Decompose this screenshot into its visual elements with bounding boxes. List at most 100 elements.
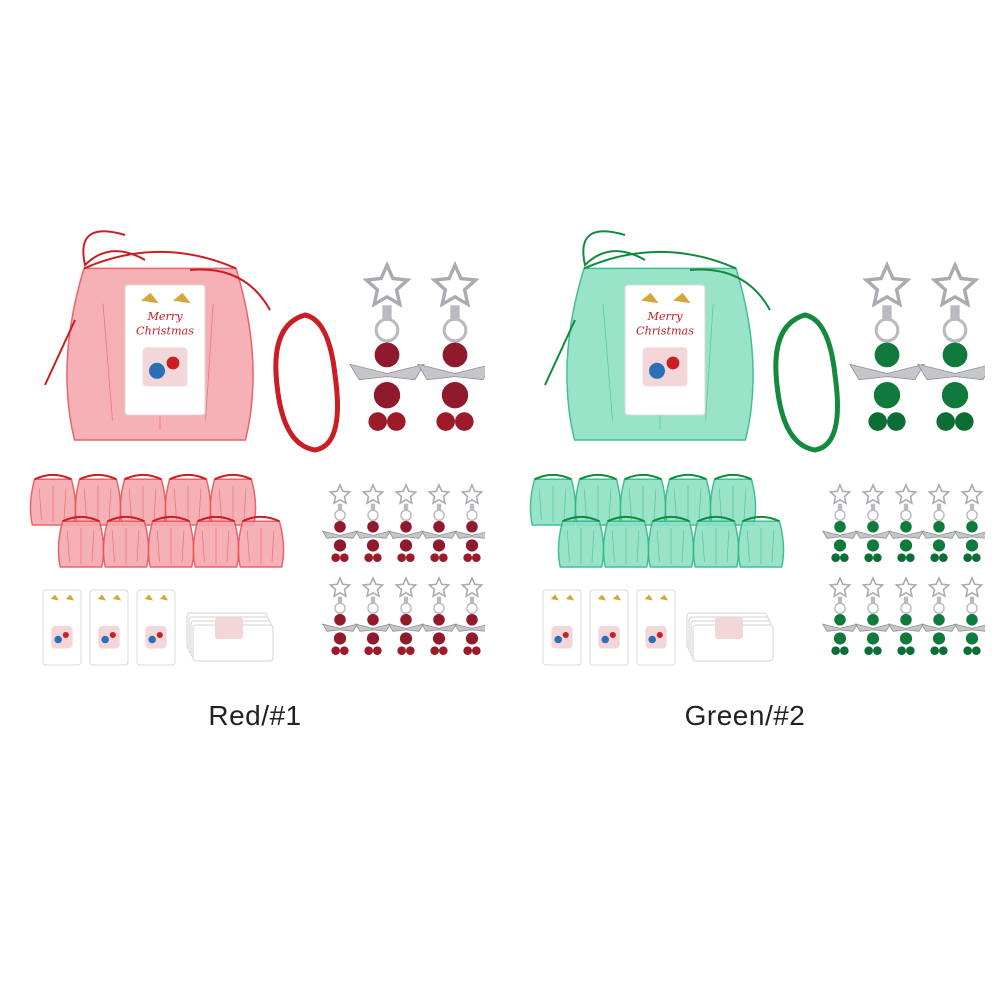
gift-sack-icon <box>54 635 62 644</box>
small-organza-bag <box>647 515 695 568</box>
bag-folds <box>246 528 275 565</box>
bag-drawstring <box>197 515 235 523</box>
jump-ring <box>900 509 912 521</box>
small-charm <box>453 483 485 563</box>
bell-icon <box>397 553 406 563</box>
large-charm-2 <box>416 260 485 431</box>
bag-drawstring <box>714 473 752 481</box>
jump-ring <box>400 509 412 521</box>
star-clasp-icon <box>927 483 951 505</box>
jump-ring <box>466 602 478 614</box>
santa-icon <box>166 356 180 370</box>
swivel <box>882 305 892 321</box>
angel-wings-icon <box>348 363 426 381</box>
gold-bells-icon <box>141 292 191 304</box>
tag-merry: Merry <box>646 310 683 323</box>
small-organza-bag <box>57 515 105 568</box>
bag-folds <box>66 528 95 565</box>
pearl-bead <box>432 632 446 645</box>
bag-drawstring <box>742 515 780 523</box>
pearl-bead <box>465 539 479 552</box>
bag-folds <box>38 486 67 523</box>
pearl-bead <box>933 521 945 533</box>
pearl-bead <box>965 632 979 645</box>
bag-drawstring <box>242 515 280 523</box>
santa-icon <box>156 631 163 639</box>
bell-icon <box>972 646 981 656</box>
bell-icon <box>472 553 481 563</box>
pearl-bead <box>874 342 900 368</box>
santa-illustration <box>598 626 620 649</box>
bell-icon <box>972 553 981 563</box>
swivel <box>903 503 909 511</box>
star-clasp-icon <box>362 260 412 308</box>
bell-icon <box>939 646 948 656</box>
swivel <box>936 596 942 604</box>
small-gift-tag <box>589 589 629 666</box>
bag-folds <box>628 486 657 523</box>
bell-icon <box>331 553 340 563</box>
bag-folds <box>746 528 775 565</box>
tag-christmas: Christmas <box>636 324 694 337</box>
small-charm <box>420 483 458 563</box>
jump-ring <box>942 317 968 343</box>
jump-ring <box>966 602 978 614</box>
pearl-bead <box>966 521 978 533</box>
bag-drawstring <box>697 515 735 523</box>
gold-bells-icon <box>50 594 75 601</box>
star-clasp-icon <box>460 576 484 598</box>
bell-icon <box>387 412 406 431</box>
small-organza-bag <box>709 473 757 526</box>
bag-ribbon-tail <box>544 319 576 386</box>
pearl-bead <box>873 382 901 409</box>
jump-ring <box>900 602 912 614</box>
bell-icon <box>873 646 882 656</box>
jump-ring <box>334 509 346 521</box>
jump-ring <box>433 602 445 614</box>
bag-folds <box>111 528 140 565</box>
small-organza-bag <box>192 515 240 568</box>
pearl-bead <box>367 521 379 533</box>
small-gift-tag <box>89 589 129 666</box>
santa-illustration <box>142 347 188 387</box>
small-charm <box>321 576 359 656</box>
pearl-bead <box>932 539 946 552</box>
small-gift-tag <box>636 589 676 666</box>
small-charm <box>354 576 392 656</box>
small-charm <box>887 483 925 563</box>
bell-icon <box>463 646 472 656</box>
small-charm <box>821 483 859 563</box>
pearl-bead <box>334 521 346 533</box>
bag-folds <box>201 528 230 565</box>
jump-ring <box>466 509 478 521</box>
star-clasp-icon <box>361 576 385 598</box>
bell-icon <box>906 646 915 656</box>
bell-icon <box>864 646 873 656</box>
pearl-bead <box>932 632 946 645</box>
bag-folds <box>701 528 730 565</box>
santa-illustration <box>51 626 73 649</box>
swivel <box>337 503 343 511</box>
swivel <box>436 503 442 511</box>
swivel <box>837 503 843 511</box>
star-clasp-icon <box>394 576 418 598</box>
gift-sack-icon <box>101 635 109 644</box>
pearl-bead <box>334 614 346 626</box>
pearl-bead <box>466 521 478 533</box>
pearl-bead <box>866 632 880 645</box>
pearl-bead <box>442 342 468 368</box>
santa-icon <box>609 631 616 639</box>
gold-bells-icon <box>144 594 169 601</box>
tag-christmas: Christmas <box>136 324 194 337</box>
jump-ring <box>867 602 879 614</box>
pearl-bead <box>399 539 413 552</box>
bell-icon <box>906 553 915 563</box>
pearl-bead <box>899 539 913 552</box>
swivel <box>382 305 392 321</box>
bag-drawstring <box>107 515 145 523</box>
santa-illustration <box>551 626 573 649</box>
small-organza-bag <box>237 515 285 568</box>
bag-folds <box>611 528 640 565</box>
